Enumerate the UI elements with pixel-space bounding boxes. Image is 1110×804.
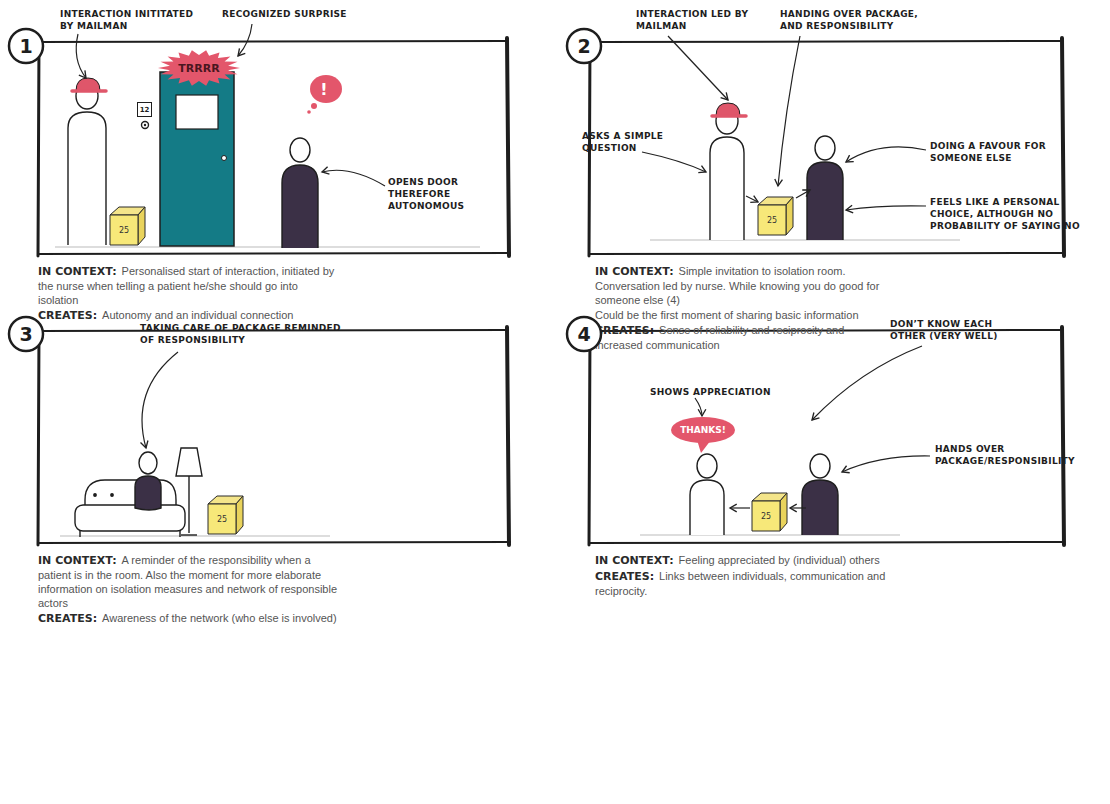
speech-bubble: THANKS! [670, 416, 736, 454]
mailman-figure [690, 454, 724, 535]
context-note: IN CONTEXT: Feeling appreciated by (indiv… [595, 553, 895, 599]
annotation: INTERACTION INITITATED BY MAILMAN [60, 8, 210, 32]
context-heading: CREATES: [595, 570, 654, 583]
context-heading: CREATES: [595, 324, 654, 337]
panel-number: 4 [565, 315, 603, 353]
context-heading: IN CONTEXT: [595, 265, 674, 278]
context-paragraph: IN CONTEXT:Simple invitation to isolatio… [595, 264, 895, 307]
package-box: 25 [752, 492, 788, 532]
context-paragraph: Could be the first moment of sharing bas… [595, 308, 895, 322]
node-text: 12 [137, 102, 152, 117]
context-paragraph: IN CONTEXT: Feeling appreciated by (indiv… [595, 553, 895, 568]
resident-figure [802, 454, 838, 535]
mailman-figure [68, 78, 106, 245]
package-box: 25 [758, 196, 794, 236]
mailman-figure [710, 103, 746, 240]
node-text: 4 [565, 315, 603, 353]
panel-number: 2 [565, 27, 603, 65]
context-text: Autonomy and an individual connection [102, 309, 293, 321]
context-heading: CREATES: [38, 309, 97, 322]
node-text: TRRRR [158, 50, 240, 86]
annotation: DON’T KNOW EACH OTHER (VERY WELL) [890, 318, 1030, 342]
node-text: ! [304, 74, 344, 104]
seated-figure [135, 452, 161, 510]
door-number: 12 [137, 102, 152, 117]
context-heading: CREATES: [38, 612, 97, 625]
annotation: SHOWS APPRECIATION [650, 386, 800, 398]
node-text: 25 [752, 501, 780, 532]
speech-bubble: ! [304, 74, 344, 114]
floor-lamp [176, 448, 202, 535]
annotation: OPENS DOOR THEREFORE AUTONOMOUS [388, 176, 500, 212]
panel-number: 3 [7, 315, 45, 353]
annotation: INTERACTION LED BY MAILMAN [636, 8, 756, 32]
node-text: 25 [208, 504, 236, 535]
context-paragraph: CREATES: Autonomy and an individual conne… [38, 308, 338, 323]
panel-number: 1 [7, 27, 45, 65]
annotation: DOING A FAVOUR FOR SOMEONE ELSE [930, 140, 1070, 164]
context-note: IN CONTEXT:A reminder of the responsibil… [38, 553, 338, 627]
door [142, 72, 235, 246]
context-paragraph: CREATES: Awareness of the network (who el… [38, 611, 338, 626]
context-heading: IN CONTEXT: [38, 265, 117, 278]
context-paragraph: CREATES:Links between individuals, commu… [595, 569, 895, 598]
couch [75, 480, 185, 537]
resident-figure [807, 136, 843, 240]
node-text: 3 [7, 315, 45, 353]
annotation: HANDING OVER PACKAGE, AND RESPONSIBILITY [780, 8, 930, 32]
context-text: Awareness of the network (who else is in… [102, 612, 337, 624]
speech-bubble: TRRRR [158, 50, 240, 86]
package-box: 25 [110, 206, 146, 246]
context-note: IN CONTEXT:Simple invitation to isolatio… [595, 264, 895, 353]
annotation: ASKS A SIMPLE QUESTION [582, 130, 677, 154]
context-text: Could be the first moment of sharing bas… [595, 309, 859, 321]
context-paragraph: IN CONTEXT:A reminder of the responsibil… [38, 553, 338, 610]
node-text: 2 [565, 27, 603, 65]
annotation: RECOGNIZED SURPRISE [222, 8, 382, 20]
context-text: Feeling appreciated by (individual) othe… [679, 554, 880, 566]
annotation: HANDS OVER PACKAGE/RESPONSIBILITY [935, 443, 1065, 467]
node-text: 25 [110, 215, 138, 246]
node-text: 25 [758, 205, 786, 236]
annotation: TAKING CARE OF PACKAGE REMINDED OF RESPO… [140, 322, 350, 346]
context-paragraph: CREATES:Sense of reliability and recipro… [595, 323, 895, 352]
context-heading: IN CONTEXT: [38, 554, 117, 567]
node-text: 1 [7, 27, 45, 65]
context-paragraph: IN CONTEXT:Personalised start of interac… [38, 264, 338, 307]
panel-frames [38, 38, 1064, 545]
resident-figure [282, 138, 318, 248]
context-note: IN CONTEXT:Personalised start of interac… [38, 264, 338, 324]
annotation: FEELS LIKE A PERSONAL CHOICE, ALTHOUGH N… [930, 196, 1106, 232]
context-heading: IN CONTEXT: [595, 554, 674, 567]
package-box: 25 [208, 495, 244, 535]
node-text: THANKS! [670, 416, 736, 444]
